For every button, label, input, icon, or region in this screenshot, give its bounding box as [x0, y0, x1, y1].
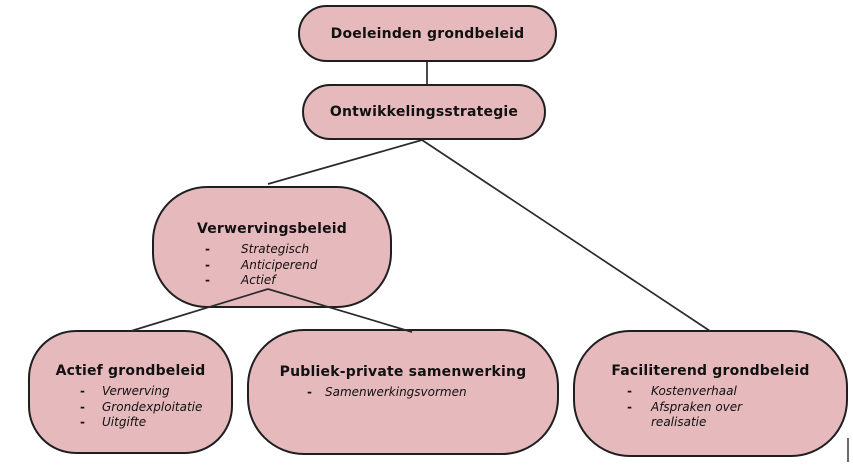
edge-ontwikkelingsstrategie-to-verwervingsbeleid	[267, 139, 423, 185]
node-title: Faciliterend grondbeleid	[611, 363, 810, 379]
node-publiek-private-samenwerking: Publiek-private samenwerking - Samenwerk…	[247, 329, 559, 455]
list-item-label: Verwerving	[102, 384, 170, 398]
list-item: - Strategisch	[205, 242, 390, 258]
node-faciliterend-grondbeleid: Faciliterend grondbeleid - Kostenverhaal…	[573, 330, 848, 457]
bullet-dash: -	[80, 415, 85, 429]
node-verwervingsbeleid: Verwervingsbeleid - Strategisch - Antici…	[152, 186, 392, 308]
list-item: - Samenwerkingsvormen	[307, 385, 557, 401]
node-doeleinden-grondbeleid: Doeleinden grondbeleid	[298, 5, 557, 62]
list-item: - Grondexploitatie	[80, 400, 231, 416]
edge-ontwikkelingsstrategie-to-faciliterend	[421, 139, 711, 332]
node-item-list: - Strategisch - Anticiperend - Actief	[205, 242, 390, 289]
bullet-dash: -	[205, 273, 210, 287]
bullet-dash: -	[80, 399, 85, 414]
list-item-label: Afspraken over realisatie	[651, 399, 743, 430]
bullet-dash: -	[627, 399, 632, 414]
list-item-label: Uitgifte	[102, 415, 147, 429]
list-item-label: Samenwerkingsvormen	[325, 385, 467, 399]
bullet-dash: -	[307, 385, 312, 399]
node-item-list: - Samenwerkingsvormen	[307, 385, 557, 401]
node-title: Actief grondbeleid	[55, 363, 206, 379]
bullet-dash: -	[627, 384, 632, 398]
node-title: Doeleinden grondbeleid	[330, 25, 525, 42]
node-actief-grondbeleid: Actief grondbeleid - Verwerving - Gronde…	[28, 330, 233, 454]
node-title: Ontwikkelingsstrategie	[329, 104, 519, 120]
bullet-dash: -	[205, 242, 210, 256]
node-ontwikkelingsstrategie: Ontwikkelingsstrategie	[302, 84, 546, 140]
node-title: Verwervingsbeleid	[196, 221, 348, 237]
node-title: Publiek-private samenwerking	[279, 364, 527, 380]
list-item: - Afspraken over realisatie	[627, 400, 846, 431]
list-item: - Kostenverhaal	[627, 384, 846, 400]
list-item-label: Anticiperend	[241, 257, 318, 272]
node-item-list: - Verwerving - Grondexploitatie - Uitgif…	[80, 384, 231, 431]
bullet-dash: -	[205, 257, 210, 272]
list-item-label: Grondexploitatie	[102, 399, 203, 414]
node-item-list: - Kostenverhaal - Afspraken over realisa…	[627, 384, 846, 431]
list-item-label: Strategisch	[241, 242, 310, 256]
list-item-label: Actief	[241, 273, 276, 287]
bullet-dash: -	[80, 384, 85, 398]
list-item: - Anticiperend	[205, 258, 390, 274]
list-item-label: Kostenverhaal	[651, 384, 737, 398]
list-item: - Uitgifte	[80, 415, 231, 431]
list-item: - Actief	[205, 273, 390, 289]
list-item: - Verwerving	[80, 384, 231, 400]
